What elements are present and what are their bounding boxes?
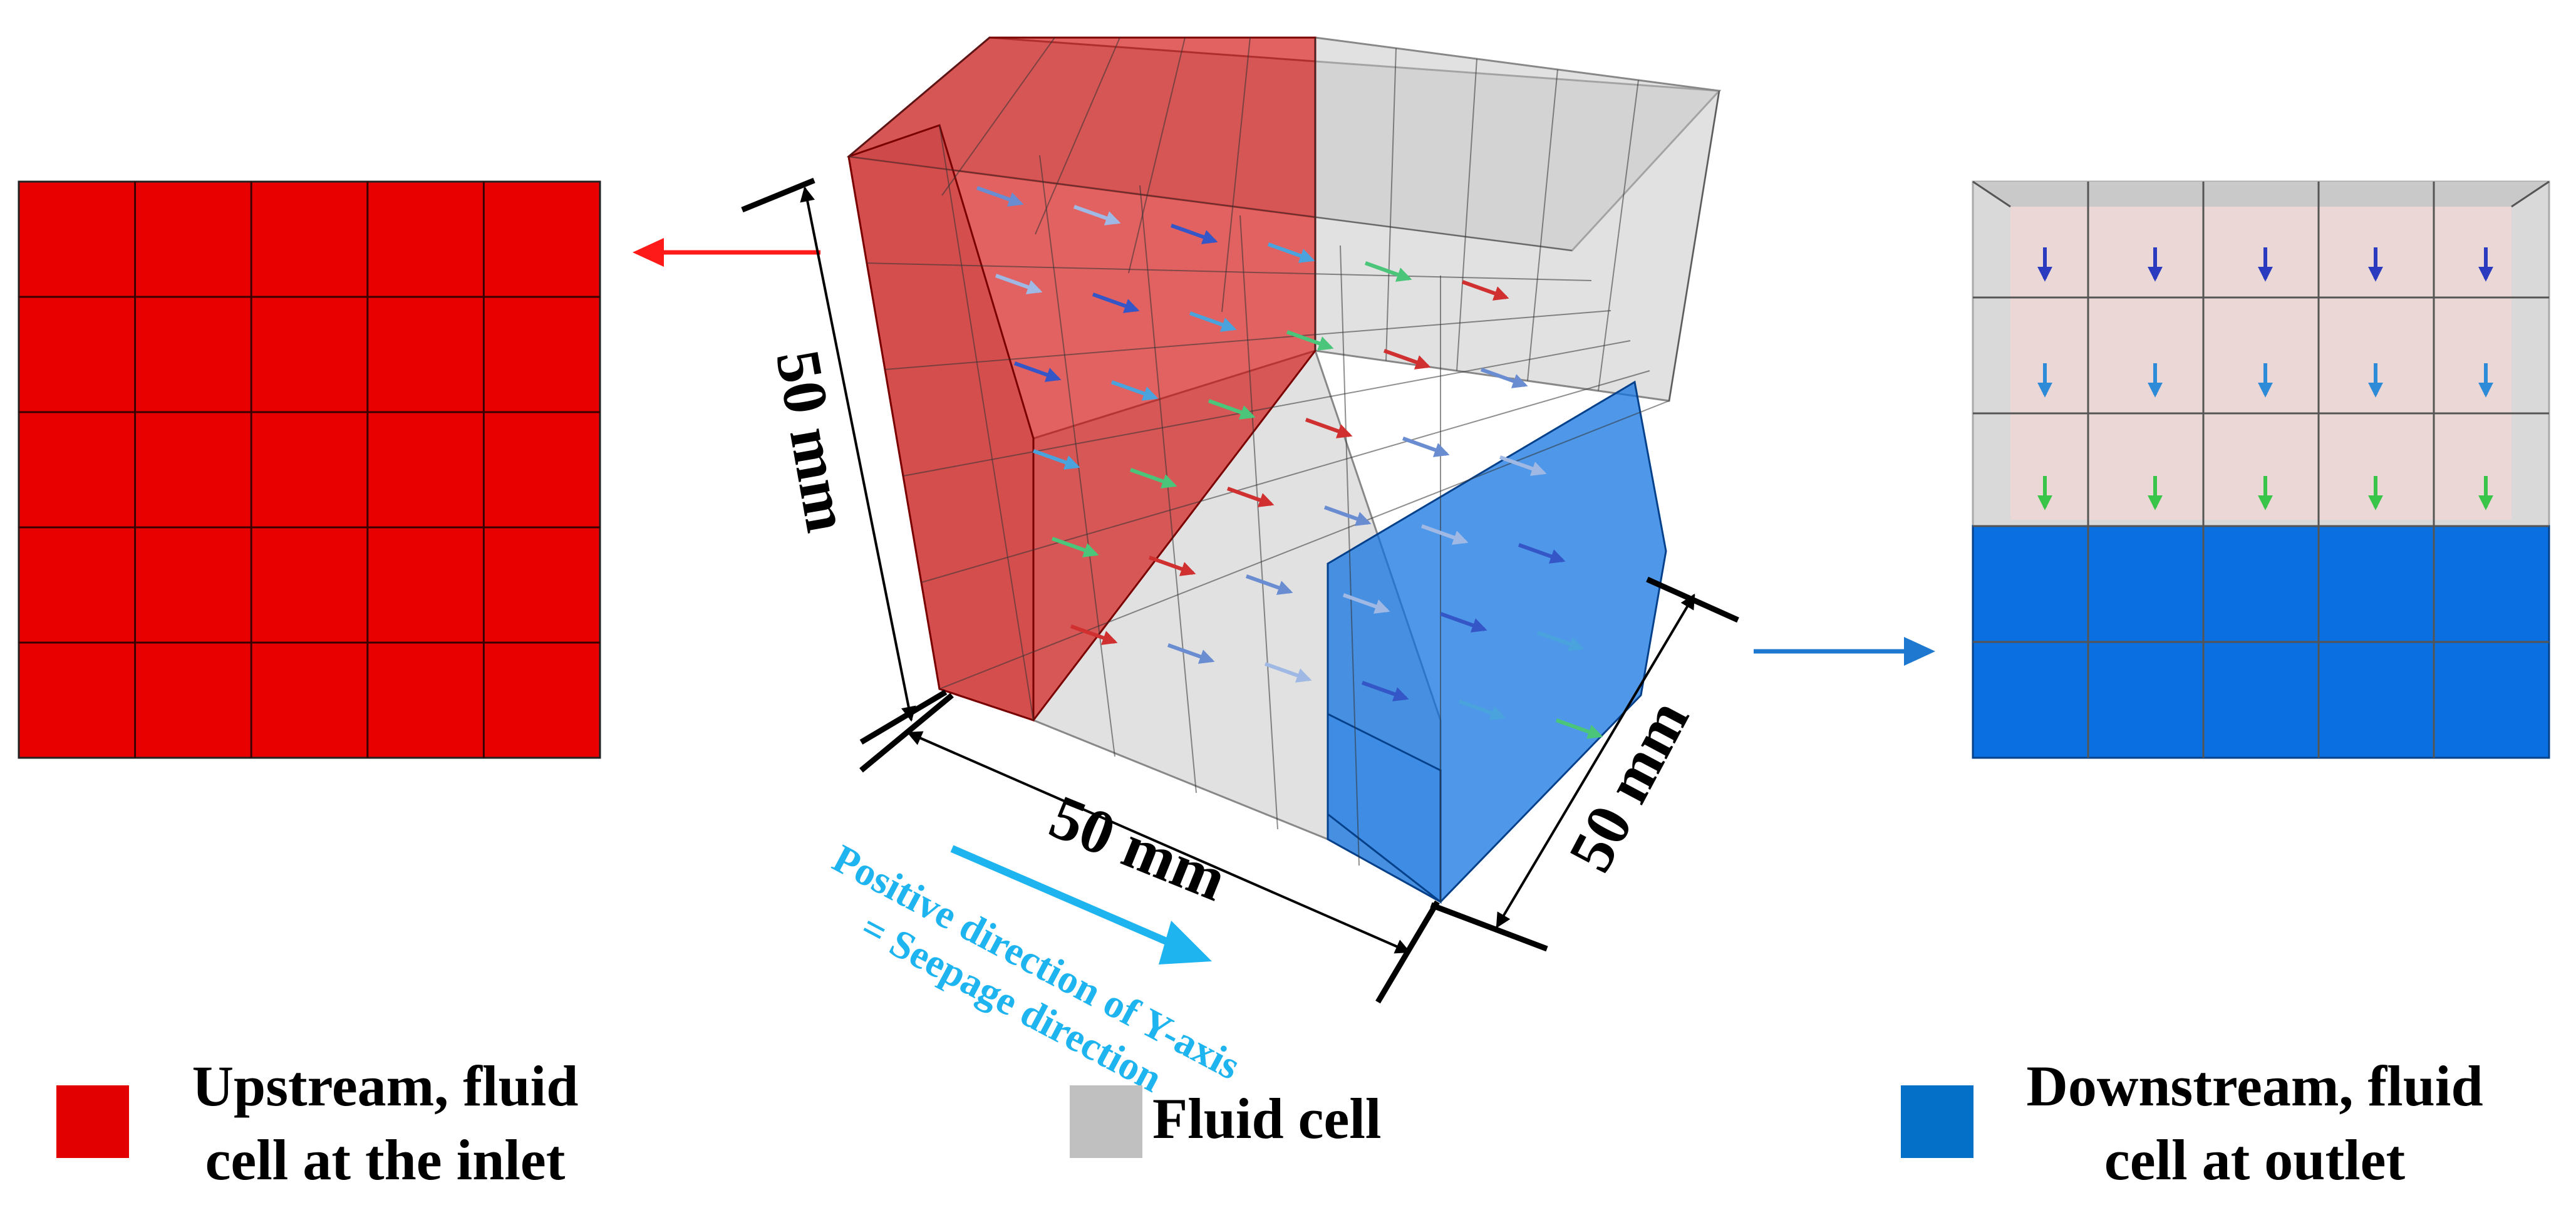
downstream-view-panel bbox=[1972, 180, 2550, 759]
legend-upstream-line2: cell at the inlet bbox=[205, 1128, 566, 1192]
height-label: 50 mm bbox=[763, 345, 863, 537]
height-dimension bbox=[741, 177, 948, 745]
legend-upstream-line1: Upstream, fluid bbox=[192, 1054, 579, 1118]
legend-label-fluid: Fluid cell bbox=[1152, 1082, 1415, 1155]
width-dimension bbox=[1430, 576, 1739, 952]
legend-downstream-line1: Downstream, fluid bbox=[2026, 1054, 2483, 1118]
legend-downstream-line2: cell at outlet bbox=[2104, 1128, 2406, 1192]
upstream-arrow bbox=[633, 238, 820, 267]
upstream-face-panel bbox=[18, 180, 601, 759]
length-dimension bbox=[859, 693, 1440, 1004]
legend-label-upstream: Upstream, fluid cell at the inlet bbox=[150, 1049, 620, 1197]
legend-swatch-upstream bbox=[56, 1085, 129, 1158]
legend-swatch-fluid bbox=[1070, 1085, 1142, 1158]
legend-label-downstream: Downstream, fluid cell at outlet bbox=[1985, 1049, 2524, 1197]
downstream-arrow bbox=[1754, 637, 1935, 666]
length-label: 50 mm bbox=[1041, 782, 1236, 914]
legend-swatch-downstream bbox=[1901, 1085, 1973, 1158]
legend-fluid-line1: Fluid cell bbox=[1152, 1087, 1382, 1150]
